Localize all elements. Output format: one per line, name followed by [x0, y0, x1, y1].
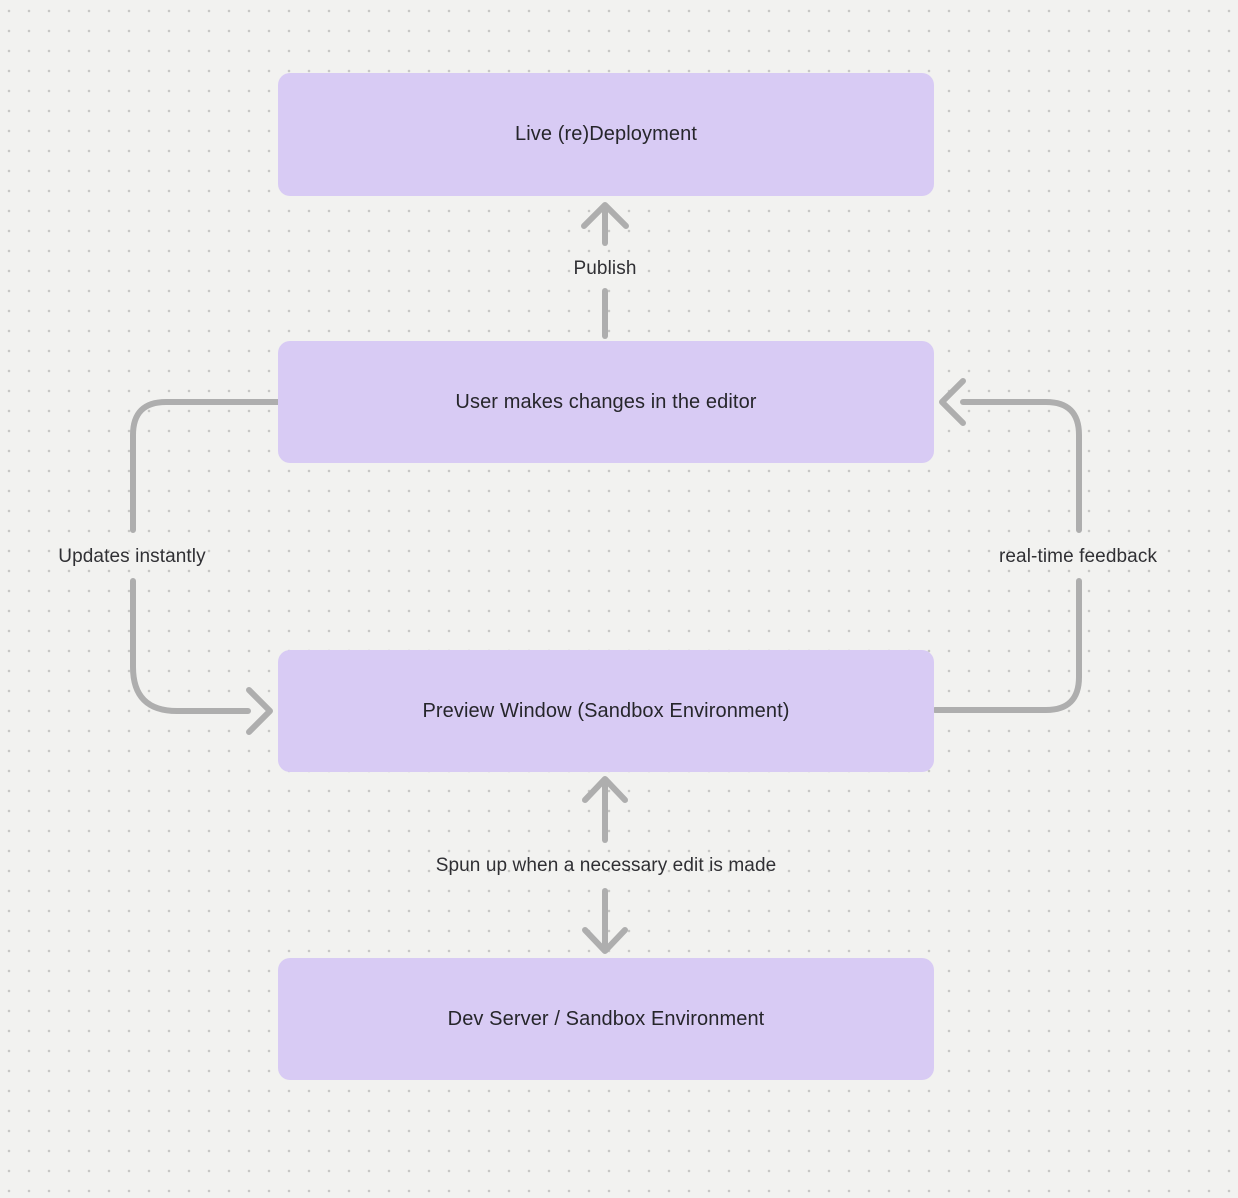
node-dev-server-label: Dev Server / Sandbox Environment	[447, 1007, 765, 1030]
edge-label-real-time-feedback: real-time feedback	[998, 546, 1158, 567]
edge-label-updates-instantly: Updates instantly	[58, 546, 206, 567]
arrow-publish	[581, 202, 629, 339]
node-preview-window-label: Preview Window (Sandbox Environment)	[422, 699, 790, 722]
node-live-deployment-label: Live (re)Deployment	[515, 123, 697, 145]
arrow-real-time-feedback	[932, 378, 1082, 713]
node-preview-window: Preview Window (Sandbox Environment)	[278, 650, 934, 772]
node-editor-label: User makes changes in the editor	[455, 390, 757, 413]
node-editor: User makes changes in the editor	[278, 341, 934, 463]
arrow-updates-instantly	[130, 399, 281, 735]
edge-label-spun-up: Spun up when a necessary edit is made	[435, 855, 777, 876]
node-dev-server: Dev Server / Sandbox Environment	[278, 958, 934, 1080]
arrow-spun-up-lower	[582, 888, 628, 954]
arrow-spun-up-upper	[582, 776, 628, 843]
edge-label-publish: Publish	[573, 258, 637, 279]
node-live-deployment: Live (re)Deployment	[278, 73, 934, 196]
